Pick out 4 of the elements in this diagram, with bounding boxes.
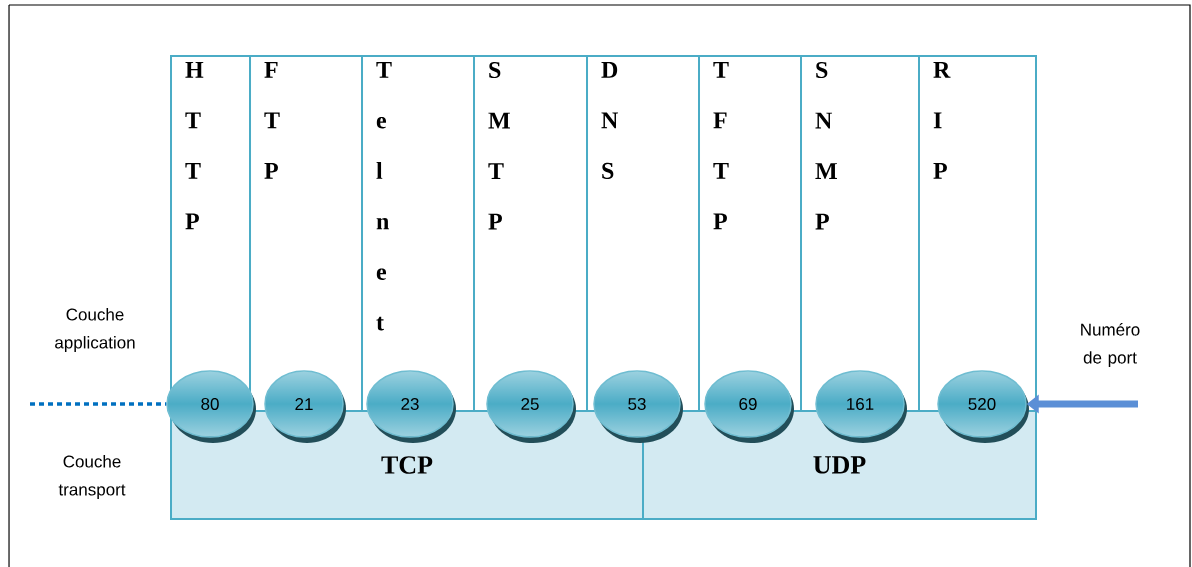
- dotted-line: [30, 402, 167, 406]
- layer-label: Numéro de port: [1081, 322, 1140, 367]
- layer-label: Couche application: [55, 308, 135, 352]
- layer-label: Couche transport: [58, 455, 126, 499]
